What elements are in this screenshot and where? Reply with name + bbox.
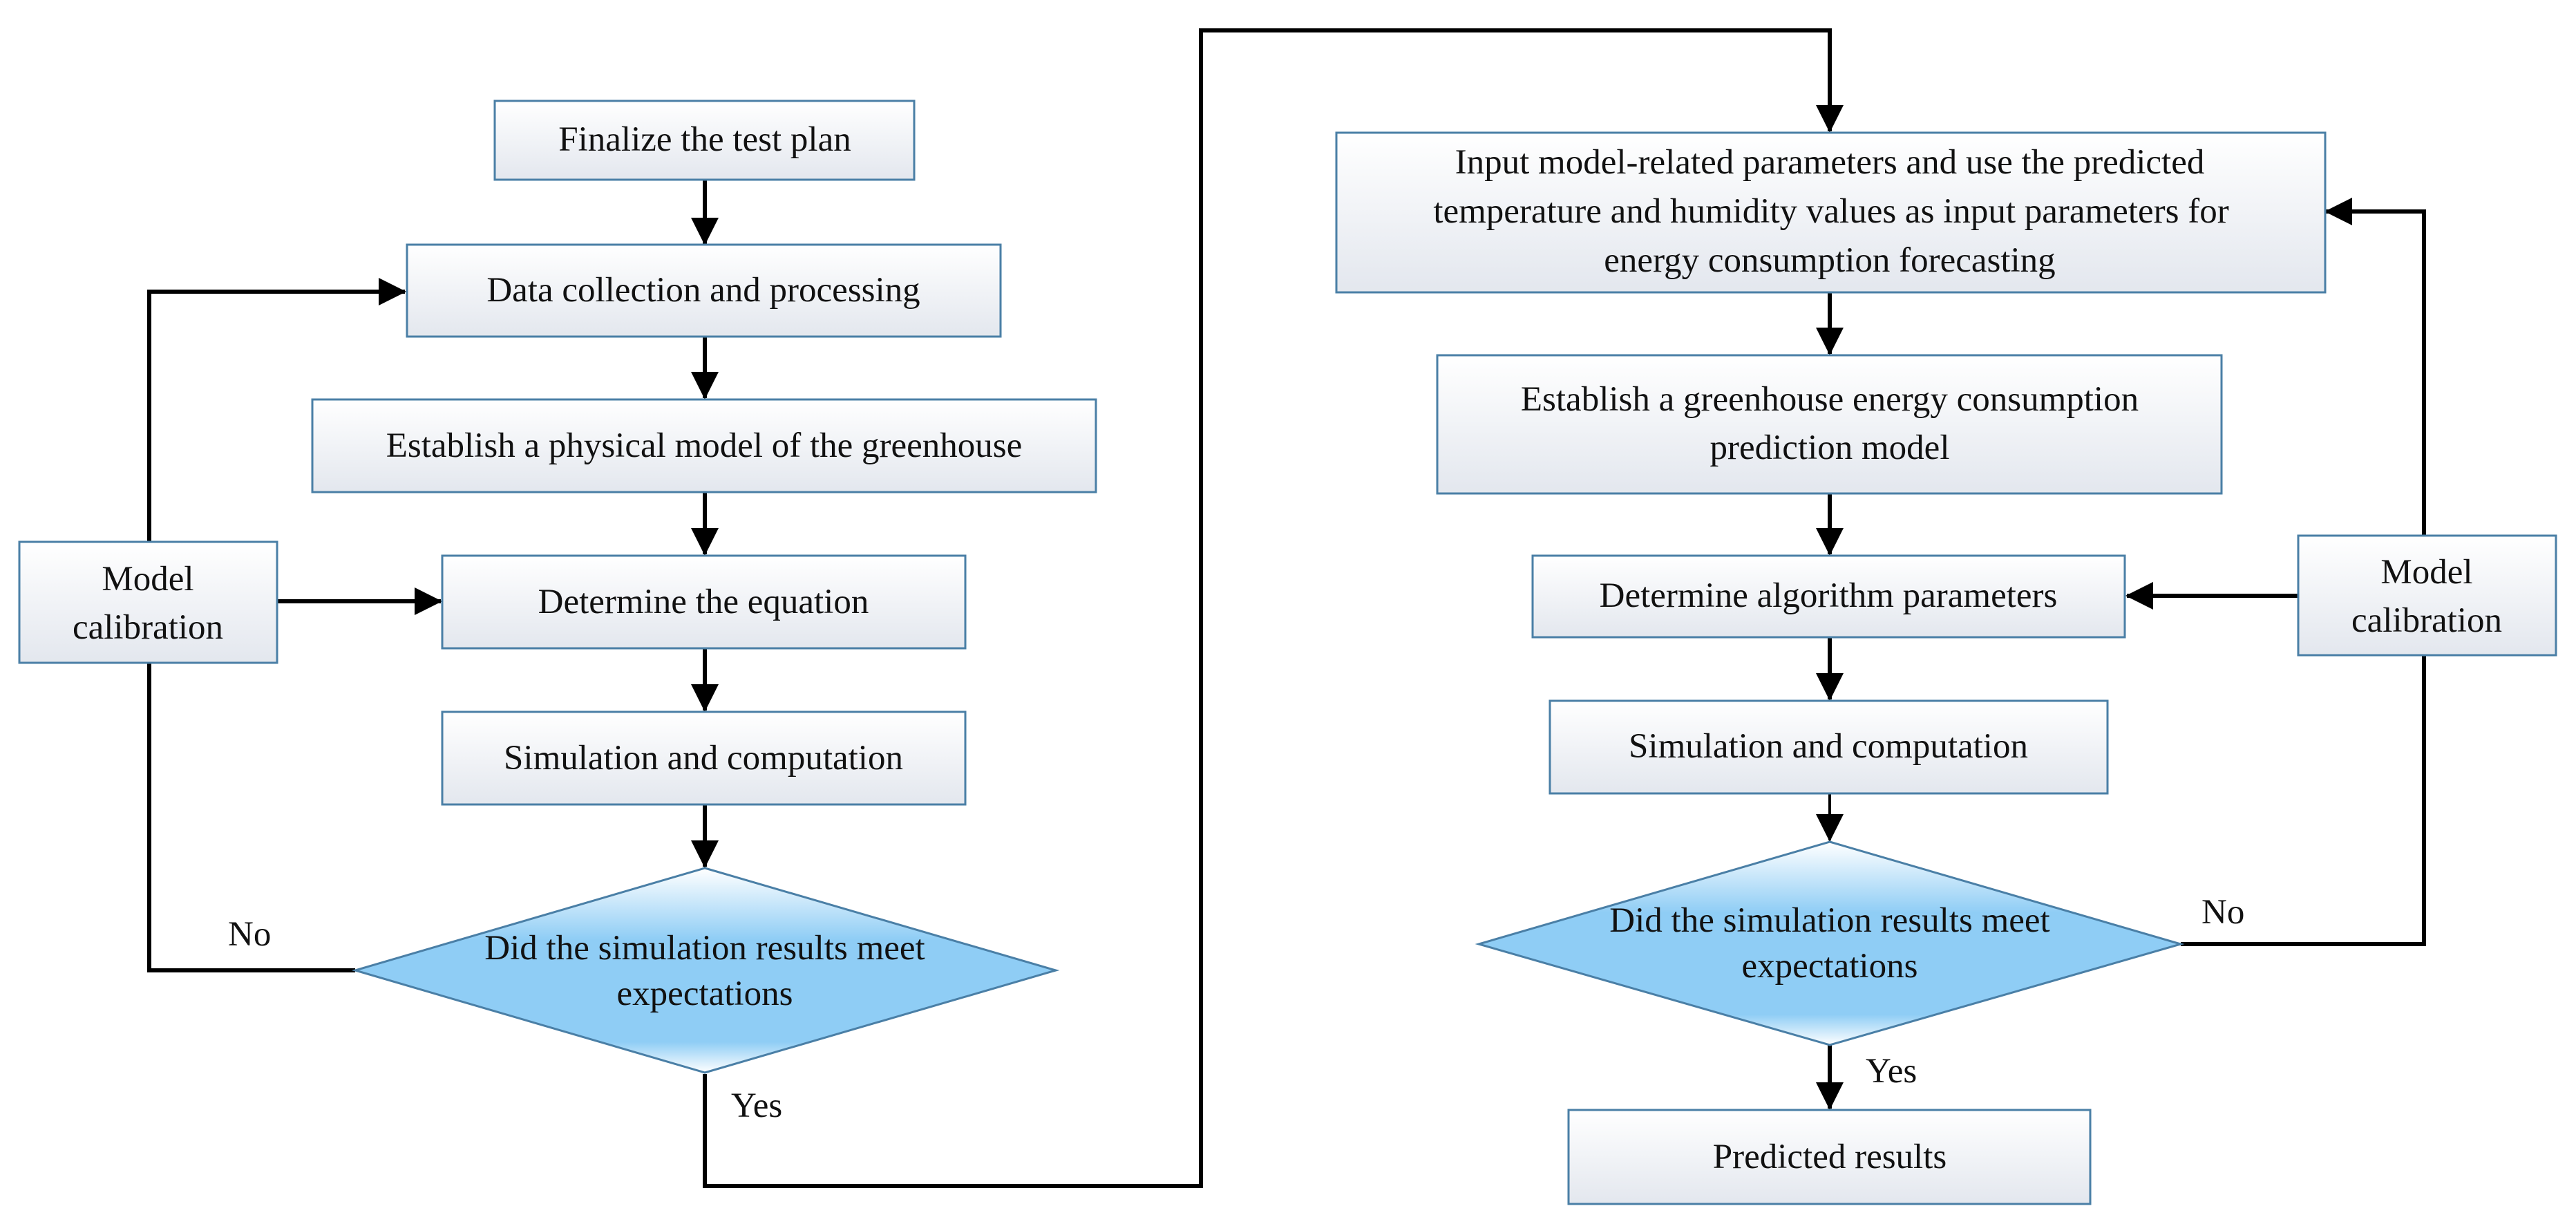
box-data-collection-label: Data collection and processing — [486, 271, 920, 310]
input-params-line-1: Input model-related parameters and use t… — [1455, 143, 2205, 182]
left-decision-line-1: Did the simulation results meet — [484, 929, 925, 968]
left-calibration-line-1: Model — [102, 560, 193, 599]
box-finalize-test-plan: Finalize the test plan — [493, 100, 916, 181]
left-decision-line-2: expectations — [617, 975, 793, 1013]
box-determine-equation-label: Determine the equation — [538, 583, 869, 621]
right-calibration-line-1: Model — [2380, 553, 2472, 592]
box-left-simulation: Simulation and computation — [441, 710, 967, 806]
box-prediction-model: Establish a greenhouse energy consumptio… — [1436, 354, 2223, 495]
right-decision-line-1: Did the simulation results meet — [1609, 901, 2049, 940]
left-no-label: No — [228, 915, 271, 954]
prediction-model-line-1: Establish a greenhouse energy consumptio… — [1521, 380, 2139, 419]
box-left-simulation-label: Simulation and computation — [504, 739, 903, 778]
left-flow: Finalize the test plan Data collection a… — [18, 28, 1844, 1188]
box-physical-model-label: Establish a physical model of the greenh… — [386, 426, 1023, 465]
box-right-simulation-label: Simulation and computation — [1629, 727, 2028, 766]
box-algorithm-parameters: Determine algorithm parameters — [1531, 554, 2126, 639]
predicted-results-label: Predicted results — [1713, 1138, 1947, 1176]
right-flow: Input model-related parameters and use t… — [1335, 131, 2557, 1205]
box-input-parameters: Input model-related parameters and use t… — [1335, 131, 2327, 294]
algorithm-params-label: Determine algorithm parameters — [1600, 576, 2058, 615]
box-left-calibration: Model calibration — [18, 540, 278, 664]
box-finalize-label: Finalize the test plan — [558, 120, 851, 159]
box-data-collection: Data collection and processing — [406, 243, 1002, 338]
box-physical-model: Establish a physical model of the greenh… — [311, 398, 1097, 493]
right-no-label: No — [2201, 893, 2244, 932]
left-yes-label: Yes — [731, 1086, 782, 1125]
right-decision-diamond: Did the simulation results meet expectat… — [1475, 840, 2185, 1046]
box-right-calibration: Model calibration — [2297, 534, 2557, 657]
connector-yes-to-right — [703, 28, 1844, 1188]
box-right-simulation: Simulation and computation — [1549, 699, 2109, 795]
right-calibration-line-2: calibration — [2351, 601, 2502, 640]
input-params-line-2: temperature and humidity values as input… — [1433, 192, 2228, 231]
box-predicted-results: Predicted results — [1567, 1109, 2092, 1205]
left-calibration-line-2: calibration — [73, 608, 223, 647]
input-params-line-3: energy consumption forecasting — [1604, 241, 2055, 280]
right-decision-line-2: expectations — [1742, 947, 1918, 986]
box-determine-equation: Determine the equation — [441, 554, 967, 650]
left-decision-diamond: Did the simulation results meet expectat… — [351, 867, 1060, 1074]
prediction-model-line-2: prediction model — [1710, 429, 1950, 467]
right-yes-label: Yes — [1866, 1052, 1917, 1091]
